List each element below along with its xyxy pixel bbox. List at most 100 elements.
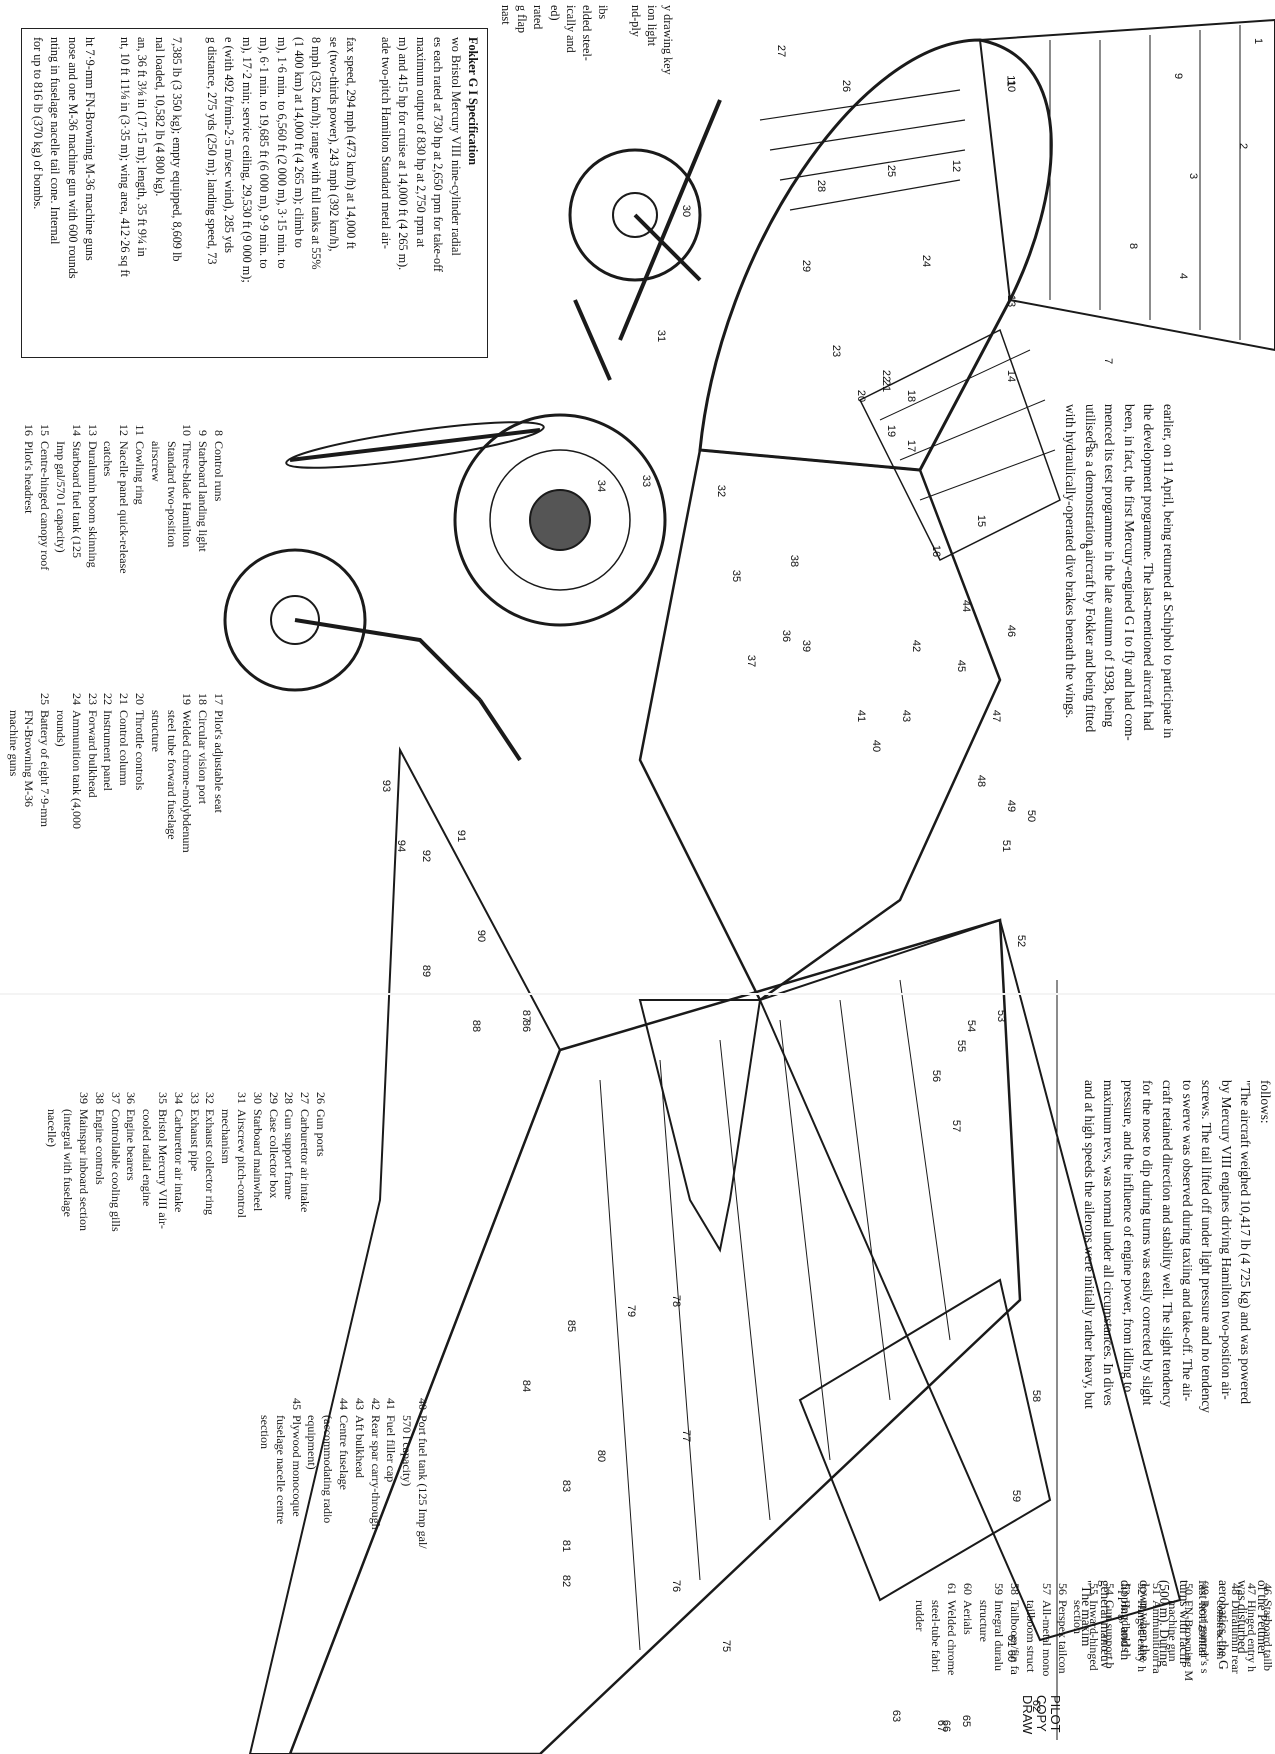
specification-line: m), 17·2 min; service ceiling, 29,530 ft… <box>239 37 254 283</box>
callout-number: 81 <box>560 1539 573 1553</box>
page-fold <box>0 993 1275 995</box>
callout-number: 62 <box>1030 1699 1043 1713</box>
specification-line: nt, 10 ft 11⅛ in (3·35 m); wing area, 41… <box>117 37 132 277</box>
key-entry: tailboom struct <box>1024 1600 1039 1673</box>
key-entry: 9Starboard landing light <box>194 414 210 574</box>
callout-number: 49 <box>1005 799 1018 813</box>
callout-number: 44 <box>960 599 973 613</box>
key-number: 19 <box>180 693 195 705</box>
callout-number: 84 <box>520 1379 533 1393</box>
key-label: Carburettor air intake <box>298 1109 313 1213</box>
callout-number: 57 <box>950 1119 963 1133</box>
callout-number: 93 <box>380 779 393 793</box>
key-label: Centre fuselage <box>337 1415 352 1490</box>
key-number: 30 <box>250 1092 265 1104</box>
callout-number: 87 <box>520 1009 533 1023</box>
fuselage-pod <box>638 448 1002 1002</box>
starboard-tailboom <box>978 18 1275 352</box>
specification-box: Fokker G I Specification wo Bristol Merc… <box>21 28 488 358</box>
key-entry: 32Exhaust collector ring <box>202 1082 218 1232</box>
key-number: 25 <box>38 693 53 705</box>
key-number: 8 <box>212 430 226 436</box>
specification-line: e (with 492 ft/min-2·5 m/sec wind), 285 … <box>222 37 237 253</box>
callout-number: 40 <box>870 739 883 753</box>
key-number: 59 <box>992 1583 1007 1595</box>
key-entry: 37Controllable cooling gills <box>107 1082 123 1232</box>
key-entry: 15Centre-hinged canopy roof <box>36 414 52 574</box>
callout-number: 43 <box>900 709 913 723</box>
callout-number: 52 <box>1015 934 1028 948</box>
key-label: Centre-hinged canopy roof <box>38 441 53 571</box>
drawing-key-line: ion light <box>644 5 659 46</box>
key-label: Exhaust collector ring <box>203 1109 218 1215</box>
body-text-upper: earlier, on 11 April, being returned at … <box>1060 404 1178 741</box>
callout-number: 23 <box>830 344 843 358</box>
key-number: 37 <box>108 1092 123 1104</box>
specification-title: Fokker G I Specification <box>466 37 480 166</box>
callout-number: 36 <box>780 629 793 643</box>
key-entry: FN-Browning M-36 <box>22 710 37 808</box>
key-number: 31 <box>235 1092 250 1104</box>
callout-number: 75 <box>720 1639 733 1653</box>
callout-number: 5 <box>1087 442 1100 450</box>
callout-number: 27 <box>775 44 788 58</box>
key-entry: structure <box>976 1600 991 1642</box>
specification-line: (1 400 km) at 14,000 ft (4 265 m); climb… <box>291 37 306 248</box>
key-label: Gun support frame <box>282 1109 297 1200</box>
key-entry: 58Tailboom/fin fa <box>1006 1573 1022 1681</box>
key-label: Bristol Mercury VIII air- <box>156 1109 171 1229</box>
callout-number: 67 <box>935 1719 948 1733</box>
key-label: Plywood monocoque <box>289 1415 304 1517</box>
body-line: with hydraulically-operated dive brakes … <box>1063 404 1079 719</box>
port-tailboom <box>758 918 1182 1642</box>
body-line: pressure, and the influence of engine po… <box>1120 1080 1136 1393</box>
key-label: Perspex tailcon <box>1055 1600 1070 1674</box>
specification-line: ht 7·9-mm FN-Browning M-36 machine guns <box>83 37 98 261</box>
key-label: Aerials <box>960 1600 975 1635</box>
key-entry: 25Battery of eight 7·9-mm <box>36 683 52 853</box>
callout-number: 65 <box>960 1714 973 1728</box>
callout-number: 83 <box>560 1479 573 1493</box>
drawing-key-line: ically and <box>563 5 578 53</box>
callout-number: 50 <box>1025 809 1038 823</box>
key-entry: 43Aft bulkhead <box>351 1388 367 1549</box>
key-label: All-metal mono <box>1039 1600 1054 1677</box>
specification-line: g distance, 275 yds (250 m); landing spe… <box>204 37 219 265</box>
specification-line: ade two-pitch Hamilton Standard metal ai… <box>378 37 393 249</box>
specification-line <box>359 37 376 349</box>
key-label: Carburettor air intake <box>171 1109 186 1213</box>
body-line: down when the <box>1137 1580 1153 1662</box>
key-entry: section <box>258 1415 273 1449</box>
callout-number: 41 <box>855 709 868 723</box>
callout-number: 61 <box>1005 1634 1018 1648</box>
key-number: 44 <box>337 1398 352 1410</box>
body-line: of the Pettmer <box>1255 1580 1270 1656</box>
body-line: earlier, on 11 April, being returned at … <box>1161 404 1176 739</box>
body-line: to swerve was observed during taxiing an… <box>1179 1080 1195 1402</box>
specification-line <box>185 37 202 349</box>
specification-line: nting in fuselage nacelle tail cone. Int… <box>48 37 63 245</box>
key-entry: 23Forward bulkhead <box>84 683 100 853</box>
key-number: 32 <box>203 1092 218 1104</box>
body-line: utilised as a demonstration aircraft by … <box>1082 404 1098 733</box>
callout-number: 31 <box>655 329 668 343</box>
callout-number: 89 <box>420 964 433 978</box>
specification-line: es each rated at 730 hp at 2,650 rpm for… <box>431 37 446 272</box>
key-number: 20 <box>133 693 148 705</box>
specification-line: maximum output of 830 hp at 2,750 rpm at <box>413 37 428 248</box>
key-label: Starboard mainwheel <box>250 1109 265 1212</box>
key-entry: 16Pilot's headrest <box>21 414 36 574</box>
specification-line: 8 mph (352 km/h); range with full tanks … <box>309 37 324 270</box>
body-line: dipping, and th <box>1117 1580 1133 1661</box>
key-entry: 38Engine controls <box>91 1082 107 1232</box>
body-line: the development programme. The last-ment… <box>1141 404 1157 731</box>
key-entry: rudder <box>913 1600 928 1632</box>
copyright-line: PILOT <box>1048 1695 1063 1733</box>
key-entry: mechanism <box>219 1109 234 1164</box>
callout-number: 3 <box>1187 172 1200 180</box>
drawing-key-line: ibs <box>596 5 611 20</box>
specification-line <box>98 37 115 349</box>
specification-box-wrap: Fokker G I Specification wo Bristol Merc… <box>21 28 488 358</box>
